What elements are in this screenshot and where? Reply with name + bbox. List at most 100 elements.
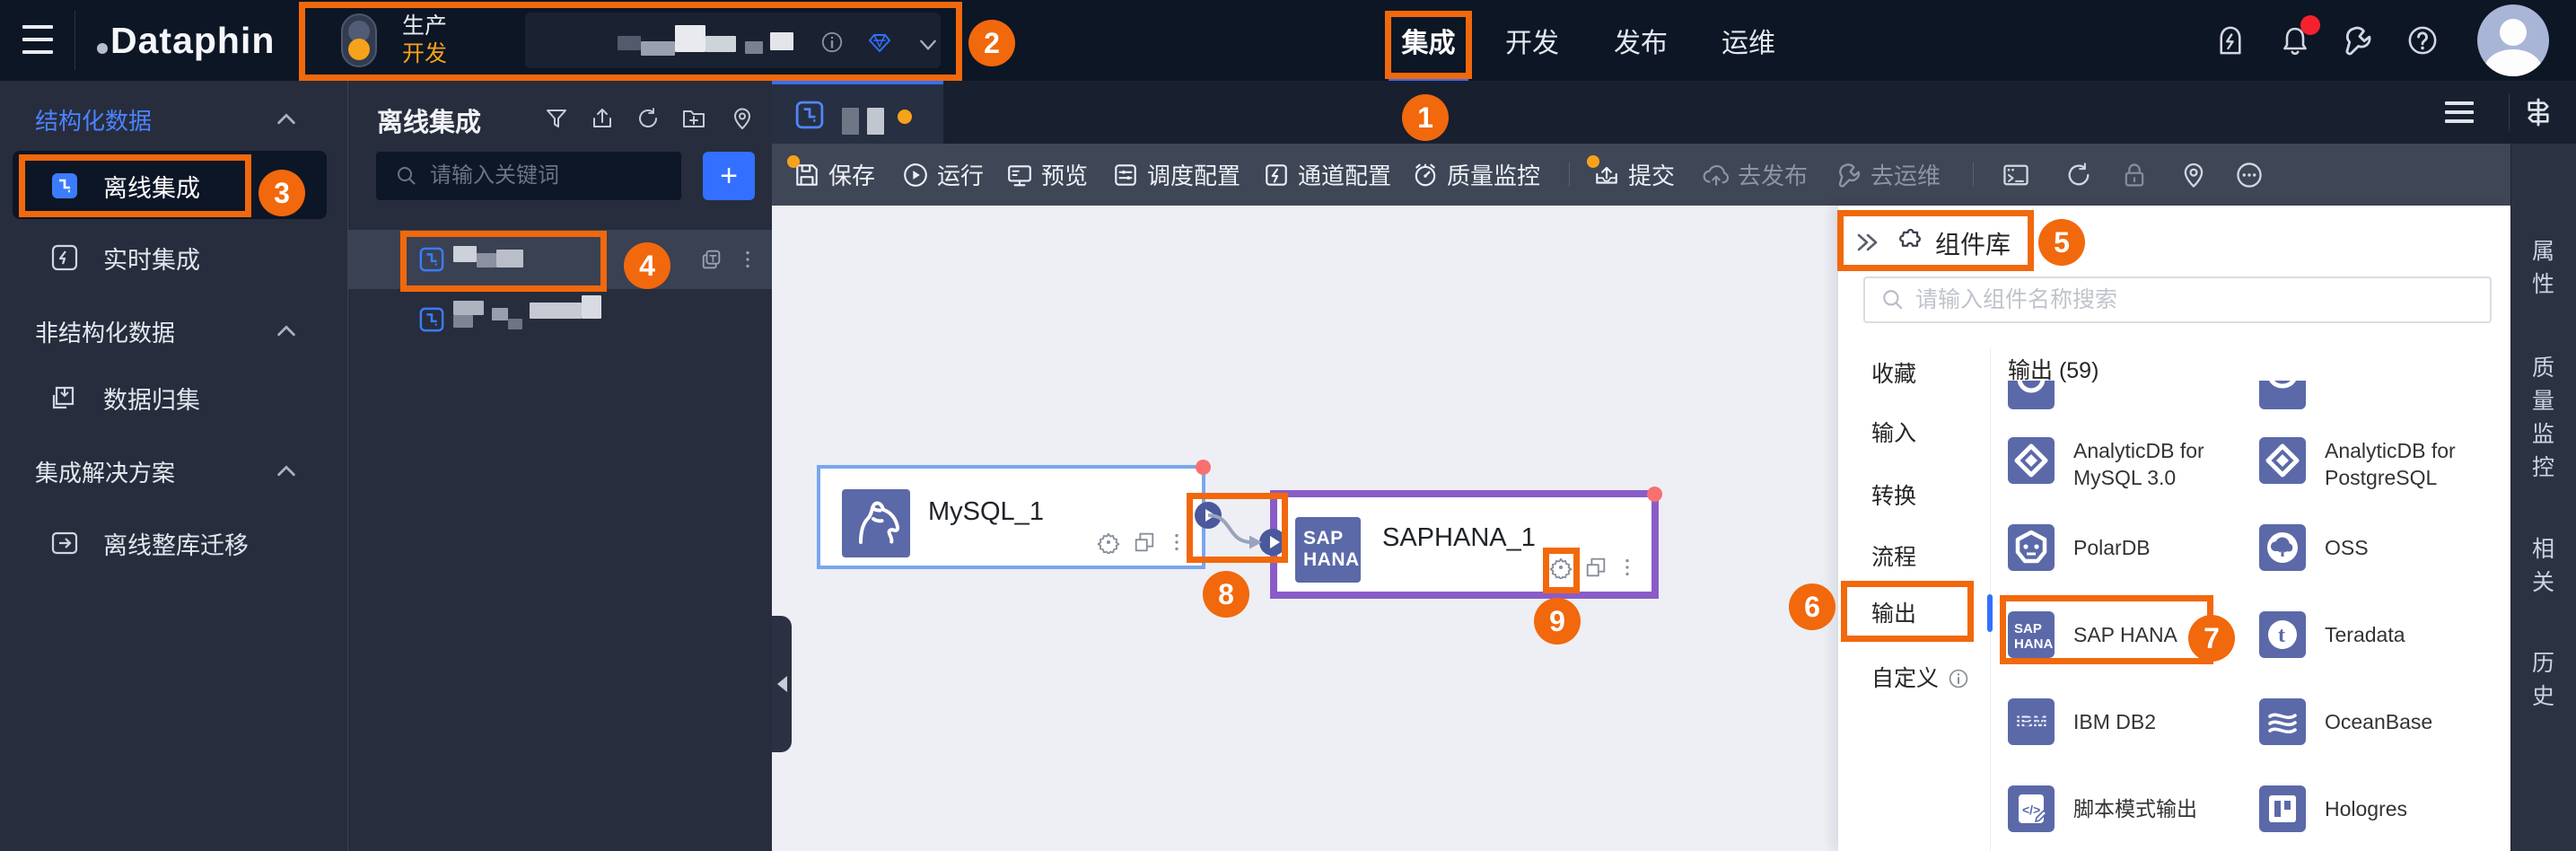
library-category-4[interactable]: 流程 (1871, 542, 1916, 570)
terminal-icon[interactable] (2002, 161, 2030, 189)
active-document-tab[interactable] (772, 81, 943, 144)
run-icon (902, 162, 929, 189)
component-search-input[interactable] (1915, 286, 2472, 313)
env-toggle[interactable] (341, 13, 377, 67)
folder-add-icon[interactable] (681, 106, 706, 131)
power-icon[interactable] (2214, 24, 2247, 57)
nav-tab-2[interactable]: 开发 (1505, 29, 1559, 58)
sidebar-item-2[interactable]: 离线集成 (0, 161, 347, 211)
node-mysql[interactable]: MySQL_1 (817, 460, 1211, 569)
dock-tab-2[interactable]: 质量监控 (2531, 355, 2554, 480)
polardb-icon (2008, 524, 2055, 571)
toolbar-button-7[interactable]: 提交 (1587, 144, 1675, 206)
toolbar-button-1[interactable]: 保存 (787, 144, 875, 206)
more-dots-icon[interactable] (1165, 531, 1188, 554)
dock-tab-1[interactable]: 属性 (2531, 239, 2554, 297)
task-name-redacted (453, 315, 473, 328)
nav-tab-4[interactable]: 运维 (1722, 29, 1775, 58)
more-dots-icon[interactable] (736, 248, 759, 271)
bell-icon[interactable] (2279, 24, 2311, 57)
copy-icon[interactable] (1584, 556, 1608, 579)
chevron-up-icon[interactable] (275, 320, 298, 343)
help-icon[interactable] (2406, 24, 2439, 57)
component-item-3[interactable]: PolarDB (2008, 524, 2151, 571)
library-category-5[interactable]: 输出 (1871, 599, 1916, 627)
dock-tab-4[interactable]: 历史 (2531, 651, 2554, 709)
more-dots-icon[interactable] (1616, 556, 1639, 579)
library-category-1[interactable]: 收藏 (1871, 359, 1916, 387)
refresh-icon[interactable] (635, 106, 661, 131)
hamburger-menu-icon[interactable] (22, 25, 53, 54)
task-tree-row-2[interactable] (348, 290, 772, 349)
component-item-8[interactable]: OceanBase (2259, 698, 2432, 745)
node-label: SAPHANA_1 (1382, 523, 1536, 552)
env-label-dev[interactable]: 开发 (402, 41, 448, 66)
env-label-prod[interactable]: 生产 (402, 13, 448, 39)
sidebar-item-3[interactable]: 实时集成 (0, 232, 347, 283)
filter-icon[interactable] (544, 106, 569, 131)
sidebar-item-5[interactable]: 数据归集 (0, 373, 347, 423)
location-icon[interactable] (2179, 161, 2208, 189)
nav-tab-3[interactable]: 发布 (1614, 29, 1668, 58)
toolbar-button-8[interactable]: 去发布 (1703, 144, 1808, 206)
chevron-up-icon[interactable] (275, 108, 298, 131)
sidebar-section-1[interactable]: 结构化数据 (35, 107, 153, 135)
avatar[interactable] (2477, 4, 2549, 76)
task-search-input[interactable] (430, 163, 654, 189)
toolbar-button-6[interactable]: 质量监控 (1412, 144, 1540, 206)
dock-tab-3[interactable]: 相关 (2531, 537, 2554, 595)
wrench-icon[interactable] (2342, 24, 2374, 57)
nav-tab-1[interactable]: 集成 (1401, 29, 1456, 58)
gear-icon[interactable] (1097, 531, 1120, 554)
component-item-label: Hologres (2325, 797, 2408, 820)
export-icon[interactable] (590, 106, 615, 131)
toolbar-button-4[interactable]: 调度配置 (1112, 144, 1240, 206)
sidebar-section-6[interactable]: 集成解决方案 (35, 459, 176, 487)
task-name-redacted (508, 319, 522, 329)
component-item-10[interactable]: Hologres (2259, 785, 2407, 832)
refresh-icon[interactable] (2064, 161, 2093, 189)
collapse-panel-icon[interactable] (1854, 230, 1879, 255)
task-tree-row-1[interactable] (348, 230, 772, 289)
tab-list-icon[interactable] (2445, 95, 2474, 129)
toolbar-button-5[interactable]: 通道配置 (1263, 144, 1391, 206)
gear-icon[interactable] (1549, 556, 1573, 579)
chevron-down-icon[interactable] (917, 34, 939, 56)
add-task-button[interactable]: + (703, 152, 755, 200)
guide-icon[interactable] (2522, 96, 2554, 128)
sidebar-item-7[interactable]: 离线整库迁移 (0, 518, 347, 568)
toolbar-button-9[interactable]: 去运维 (1836, 144, 1941, 206)
component-item-label: OSS (2325, 536, 2369, 559)
panel-collapse-handle[interactable] (772, 616, 792, 752)
component-item-4[interactable]: OSS (2259, 524, 2369, 571)
location-icon[interactable] (730, 106, 755, 131)
avatar-head (2500, 19, 2527, 46)
toolbar-button-3[interactable]: 预览 (1006, 144, 1088, 206)
copy-icon[interactable] (1133, 531, 1156, 554)
toolbar-button-label: 调度配置 (1147, 162, 1241, 189)
right-dock-strip (2510, 144, 2576, 851)
project-name-redacted (618, 36, 641, 50)
chevron-up-icon[interactable] (275, 460, 298, 483)
component-item-9[interactable]: </>脚本模式输出 (2008, 785, 2197, 832)
library-category-6[interactable]: 自定义 (1871, 663, 1969, 691)
task-search (376, 152, 681, 200)
info-icon[interactable] (1948, 668, 1969, 689)
copy-task-icon[interactable] (700, 248, 723, 271)
brand-logo[interactable]: Dataphin (97, 20, 275, 61)
lock-icon[interactable] (2120, 161, 2149, 189)
library-category-3[interactable]: 转换 (1871, 481, 1916, 509)
gem-icon[interactable] (867, 31, 892, 56)
sidebar-section-4[interactable]: 非结构化数据 (35, 319, 176, 347)
offline-task-icon (795, 101, 824, 129)
more-circle-icon[interactable] (2235, 161, 2264, 189)
toolbar-button-2[interactable]: 运行 (902, 144, 984, 206)
library-category-2[interactable]: 输入 (1871, 418, 1916, 446)
info-icon[interactable] (820, 31, 844, 54)
